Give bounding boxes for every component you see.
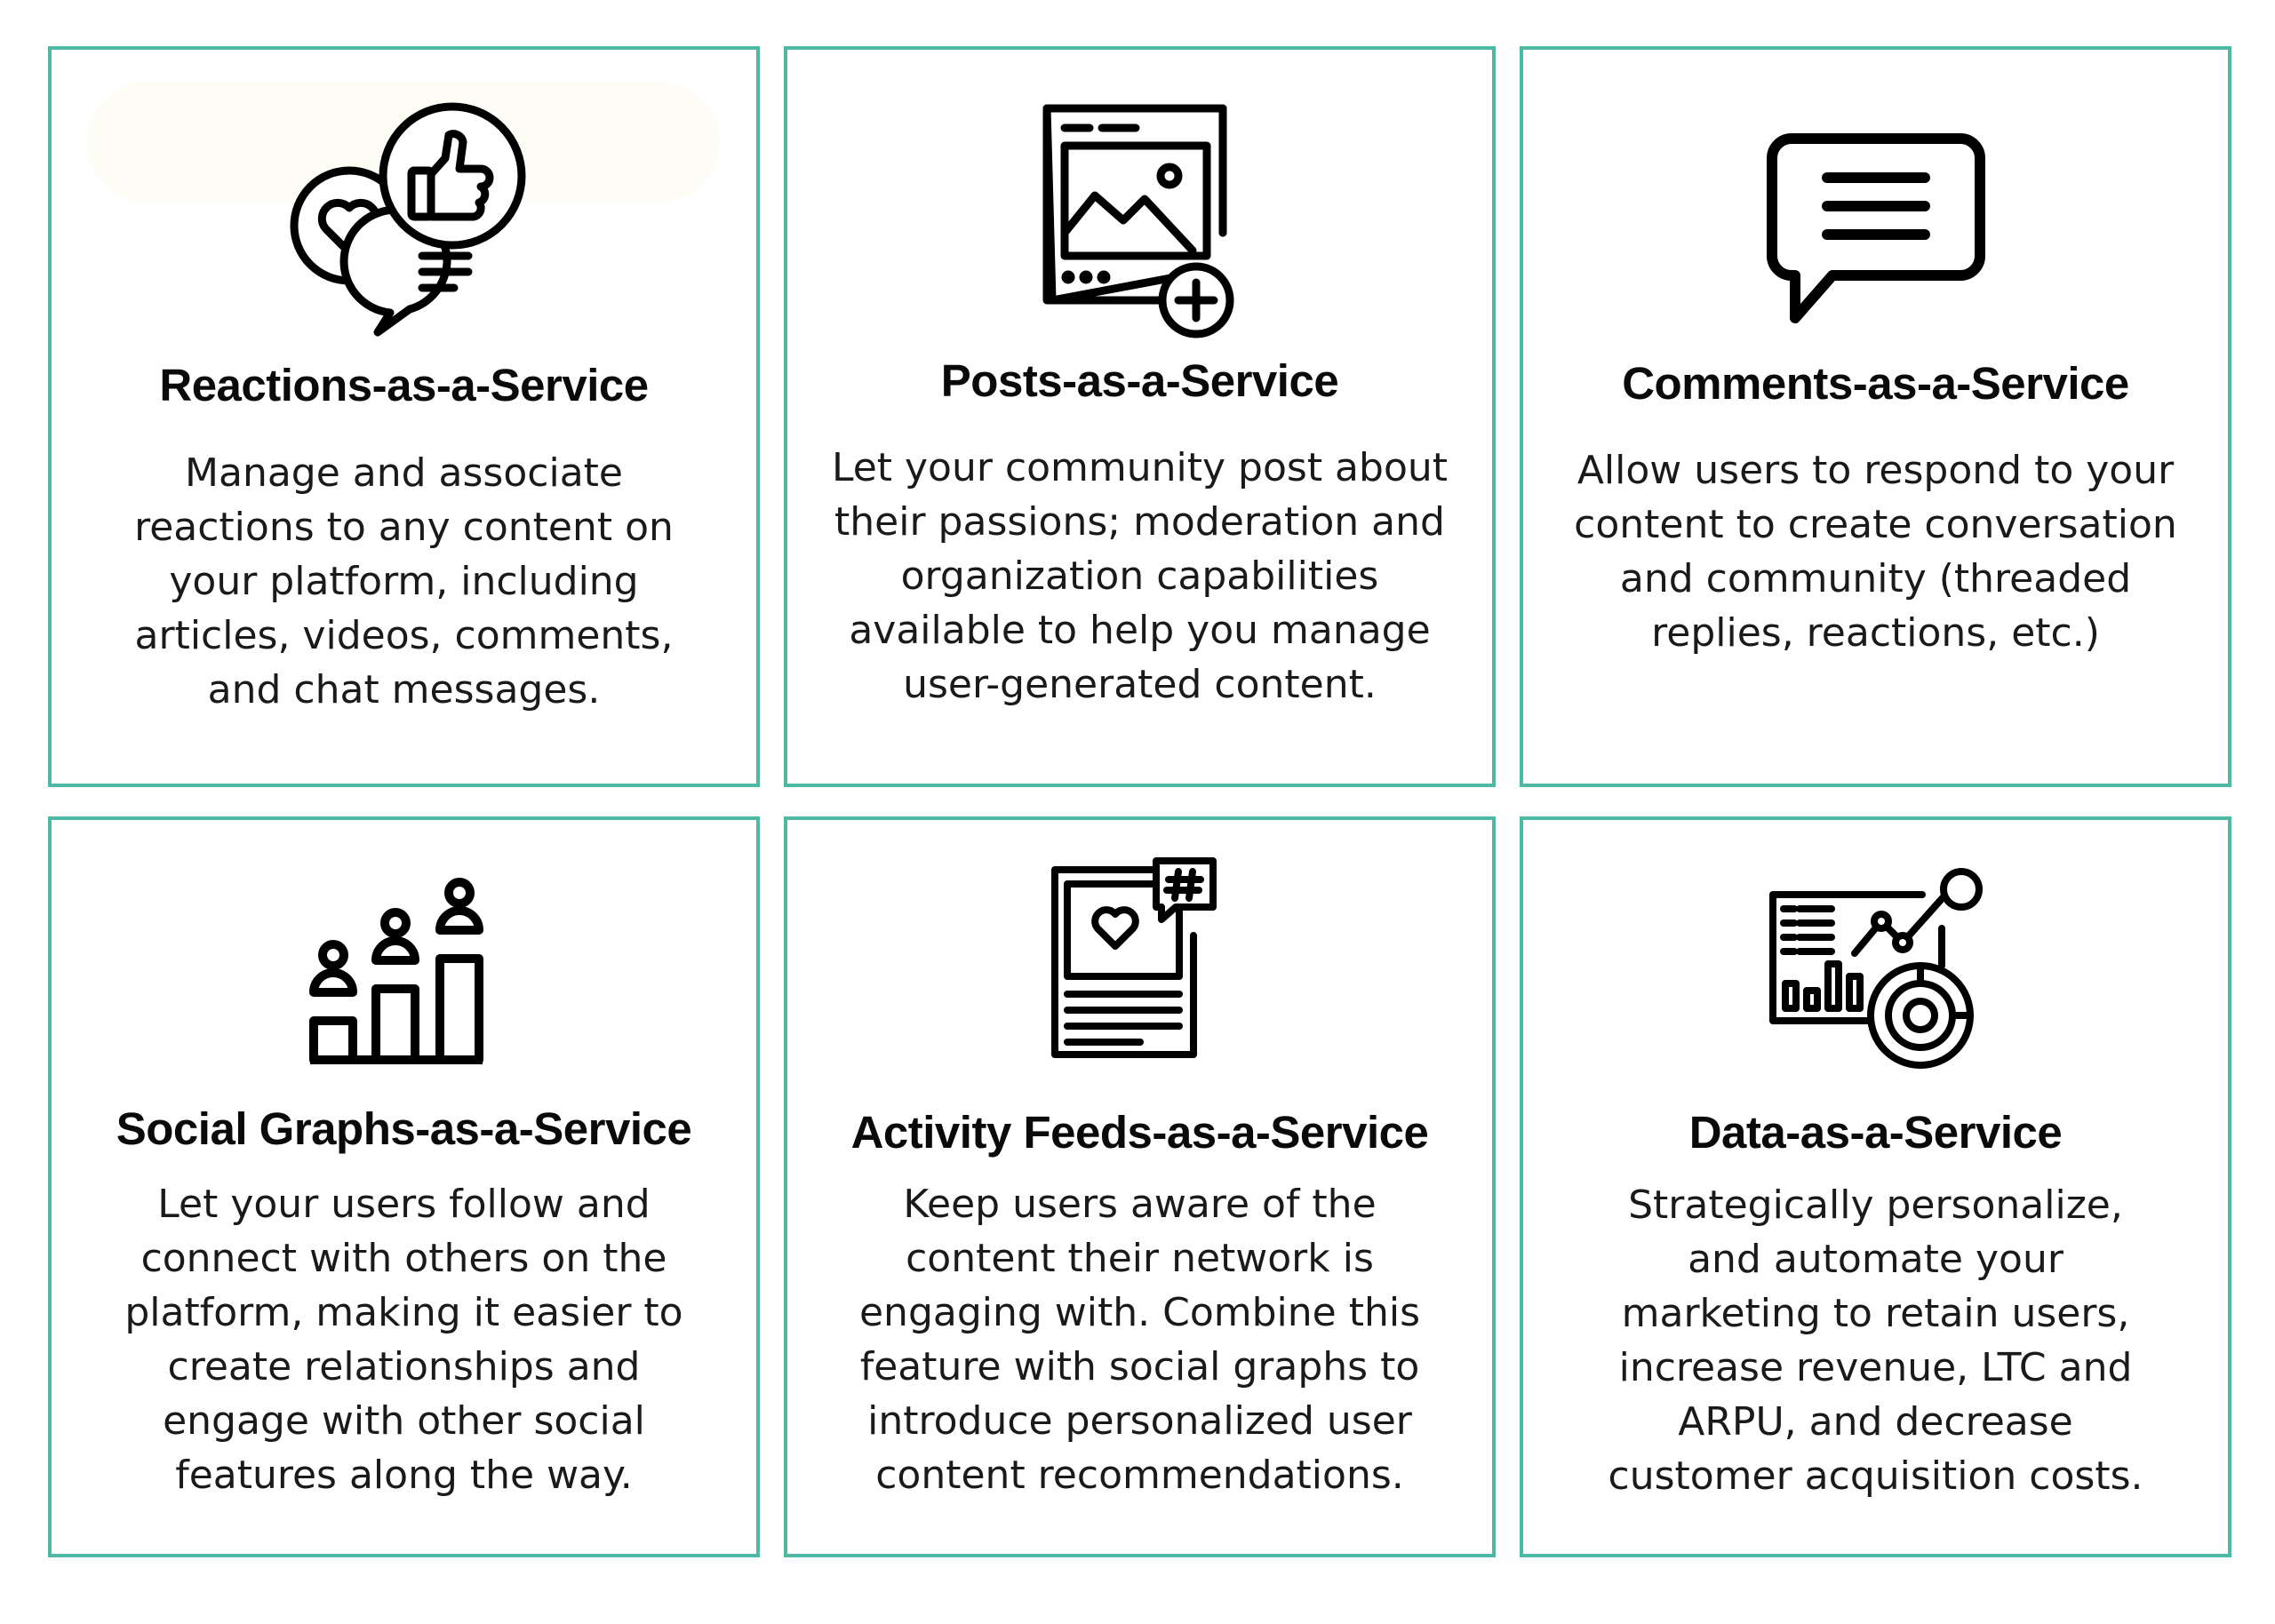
card-description: Keep users aware of the content their ne… xyxy=(858,1182,1421,1498)
card-description: Let your community post about their pass… xyxy=(831,445,1449,707)
card-activity-feeds: Activity Feeds-as-a-Service Keep users a… xyxy=(784,816,1496,1557)
social-graph-users-icon xyxy=(307,878,502,1067)
speech-bubble-icon xyxy=(1765,131,1987,327)
card-title: Posts-as-a-Service xyxy=(940,355,1339,406)
reactions-icon xyxy=(289,102,525,337)
card-reactions: Reactions-as-a-Service Manage and associ… xyxy=(48,46,760,787)
card-description: Let your users follow and connect with o… xyxy=(124,1182,683,1498)
card-data: Data-as-a-Service Strategically personal… xyxy=(1520,816,2231,1557)
card-title: Reactions-as-a-Service xyxy=(159,360,649,410)
post-image-add-icon xyxy=(1038,100,1242,339)
card-description: Strategically personalize, and automate … xyxy=(1608,1182,2143,1499)
card-title: Data-as-a-Service xyxy=(1688,1107,2063,1158)
card-description: Allow users to respond to your content t… xyxy=(1574,448,2177,656)
activity-feed-icon xyxy=(1050,857,1229,1062)
card-title: Comments-as-a-Service xyxy=(1622,358,2129,409)
card-description: Manage and associate reactions to any co… xyxy=(134,450,674,712)
card-comments: Comments-as-a-Service Allow users to res… xyxy=(1520,46,2231,787)
card-title: Social Graphs-as-a-Service xyxy=(116,1103,692,1154)
analytics-dashboard-icon xyxy=(1768,868,1983,1072)
card-social-graphs: Social Graphs-as-a-Service Let your user… xyxy=(48,816,760,1557)
card-posts: Posts-as-a-Service Let your community po… xyxy=(784,46,1496,787)
card-title: Activity Feeds-as-a-Service xyxy=(850,1107,1429,1158)
